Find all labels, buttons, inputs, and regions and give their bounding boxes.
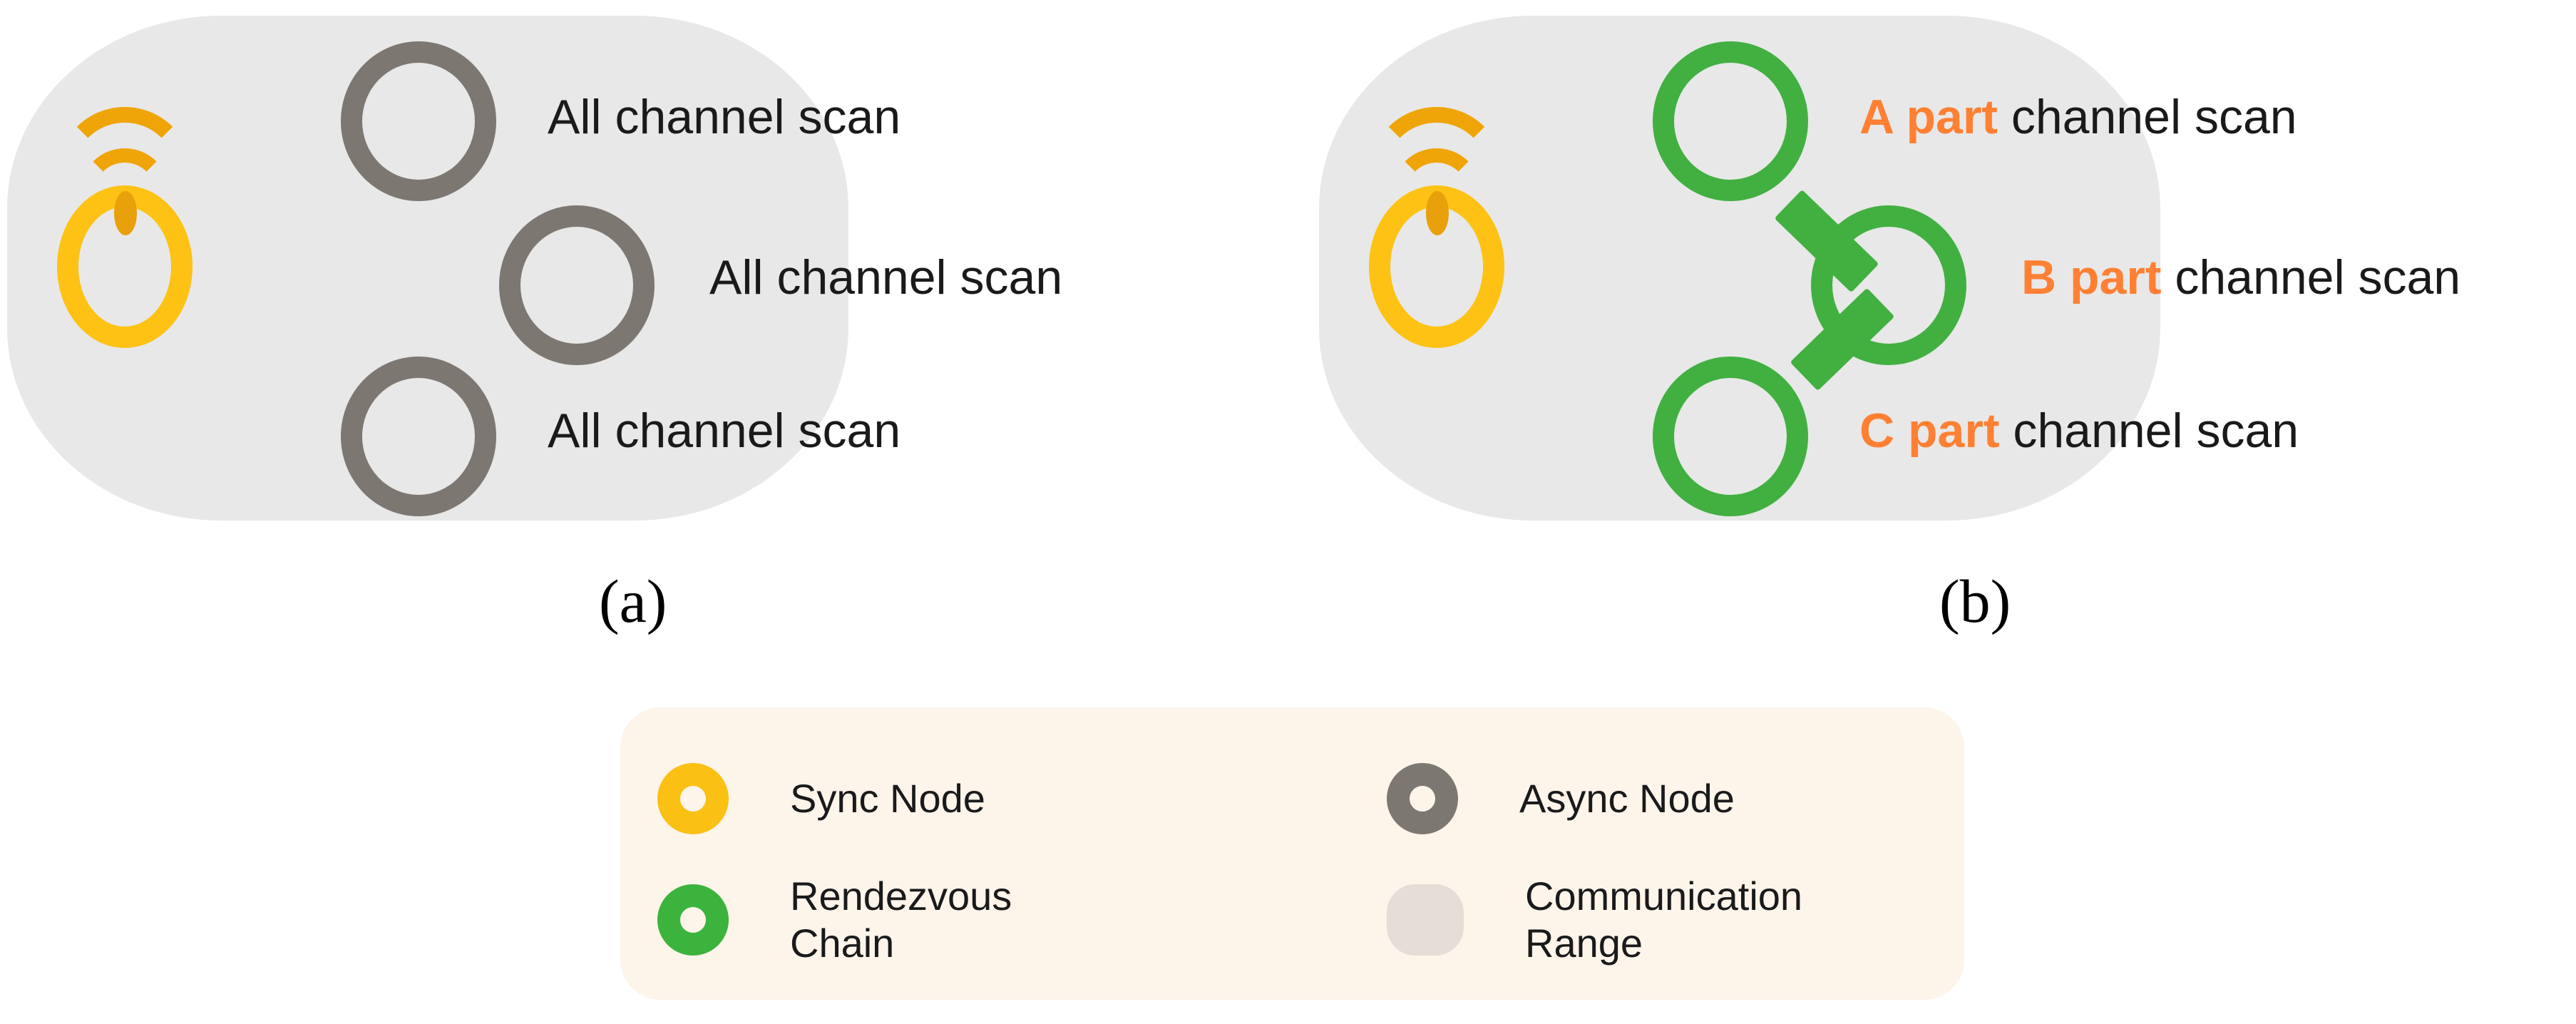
sync-node-wifi-icon-b [1355,107,1583,357]
legend-label-async-node: Async Node [1519,775,1735,821]
legend-item-rendezvous-chain: Rendezvous Chain [657,873,1012,967]
rendezvous-chain-node-ring-3 [1653,357,1808,516]
sync-node-center-dot [1426,191,1449,235]
sync-node-donut-icon [657,763,729,834]
legend-item-async-node: Async Node [1387,763,1735,834]
scan-label-a-1: All channel scan [548,93,900,141]
scan-label-b-2-emphasis: B part [2021,250,2162,304]
scan-label-a-3: All channel scan [548,406,900,455]
panel-caption-b: (b) [1939,567,2011,635]
scan-label-b-3: C part channel scan [1859,406,2299,455]
panel-caption-a: (a) [599,567,667,635]
panel-a: All channel scan All channel scan All ch… [0,0,1255,632]
panel-b: A part channel scan B part channel scan … [1312,0,2576,632]
legend-label-communication-range: Communication Range [1525,874,1803,966]
scan-label-a-2: All channel scan [709,253,1062,302]
communication-range-pill-icon [1387,884,1464,956]
legend-label-sync-node: Sync Node [790,775,985,821]
legend-item-sync-node: Sync Node [657,763,985,834]
scan-label-a-3-rest: All channel scan [548,404,901,458]
legend-label-rendezvous-chain: Rendezvous Chain [790,874,1012,966]
scan-label-b-1: A part channel scan [1859,93,2297,141]
async-node-ring-3 [341,357,496,516]
scan-label-b-1-rest: channel scan [1997,90,2297,144]
async-node-ring-2 [499,205,655,365]
rendezvous-chain-donut-icon [657,884,729,956]
scan-label-a-1-rest: All channel scan [548,90,901,144]
scan-label-b-3-emphasis: C part [1859,404,2000,458]
async-node-donut-icon [1387,763,1458,834]
scan-label-b-1-emphasis: A part [1859,90,1998,144]
scan-label-b-2: B part channel scan [2021,253,2460,302]
rendezvous-chain-node-ring-2 [1811,205,1966,365]
sync-node-center-dot [114,191,137,235]
async-node-ring-1 [341,41,496,201]
scan-label-b-3-rest: channel scan [1999,404,2299,458]
rendezvous-chain-node-ring-1 [1653,41,1808,201]
legend-panel: Sync Node Async Node Rendezvous Chain Co… [620,707,1964,1000]
legend-item-communication-range: Communication Range [1387,873,1802,967]
sync-node-wifi-icon-a [43,107,271,357]
scan-label-b-2-rest: channel scan [2161,250,2461,304]
scan-label-a-2-rest: All channel scan [709,250,1063,304]
